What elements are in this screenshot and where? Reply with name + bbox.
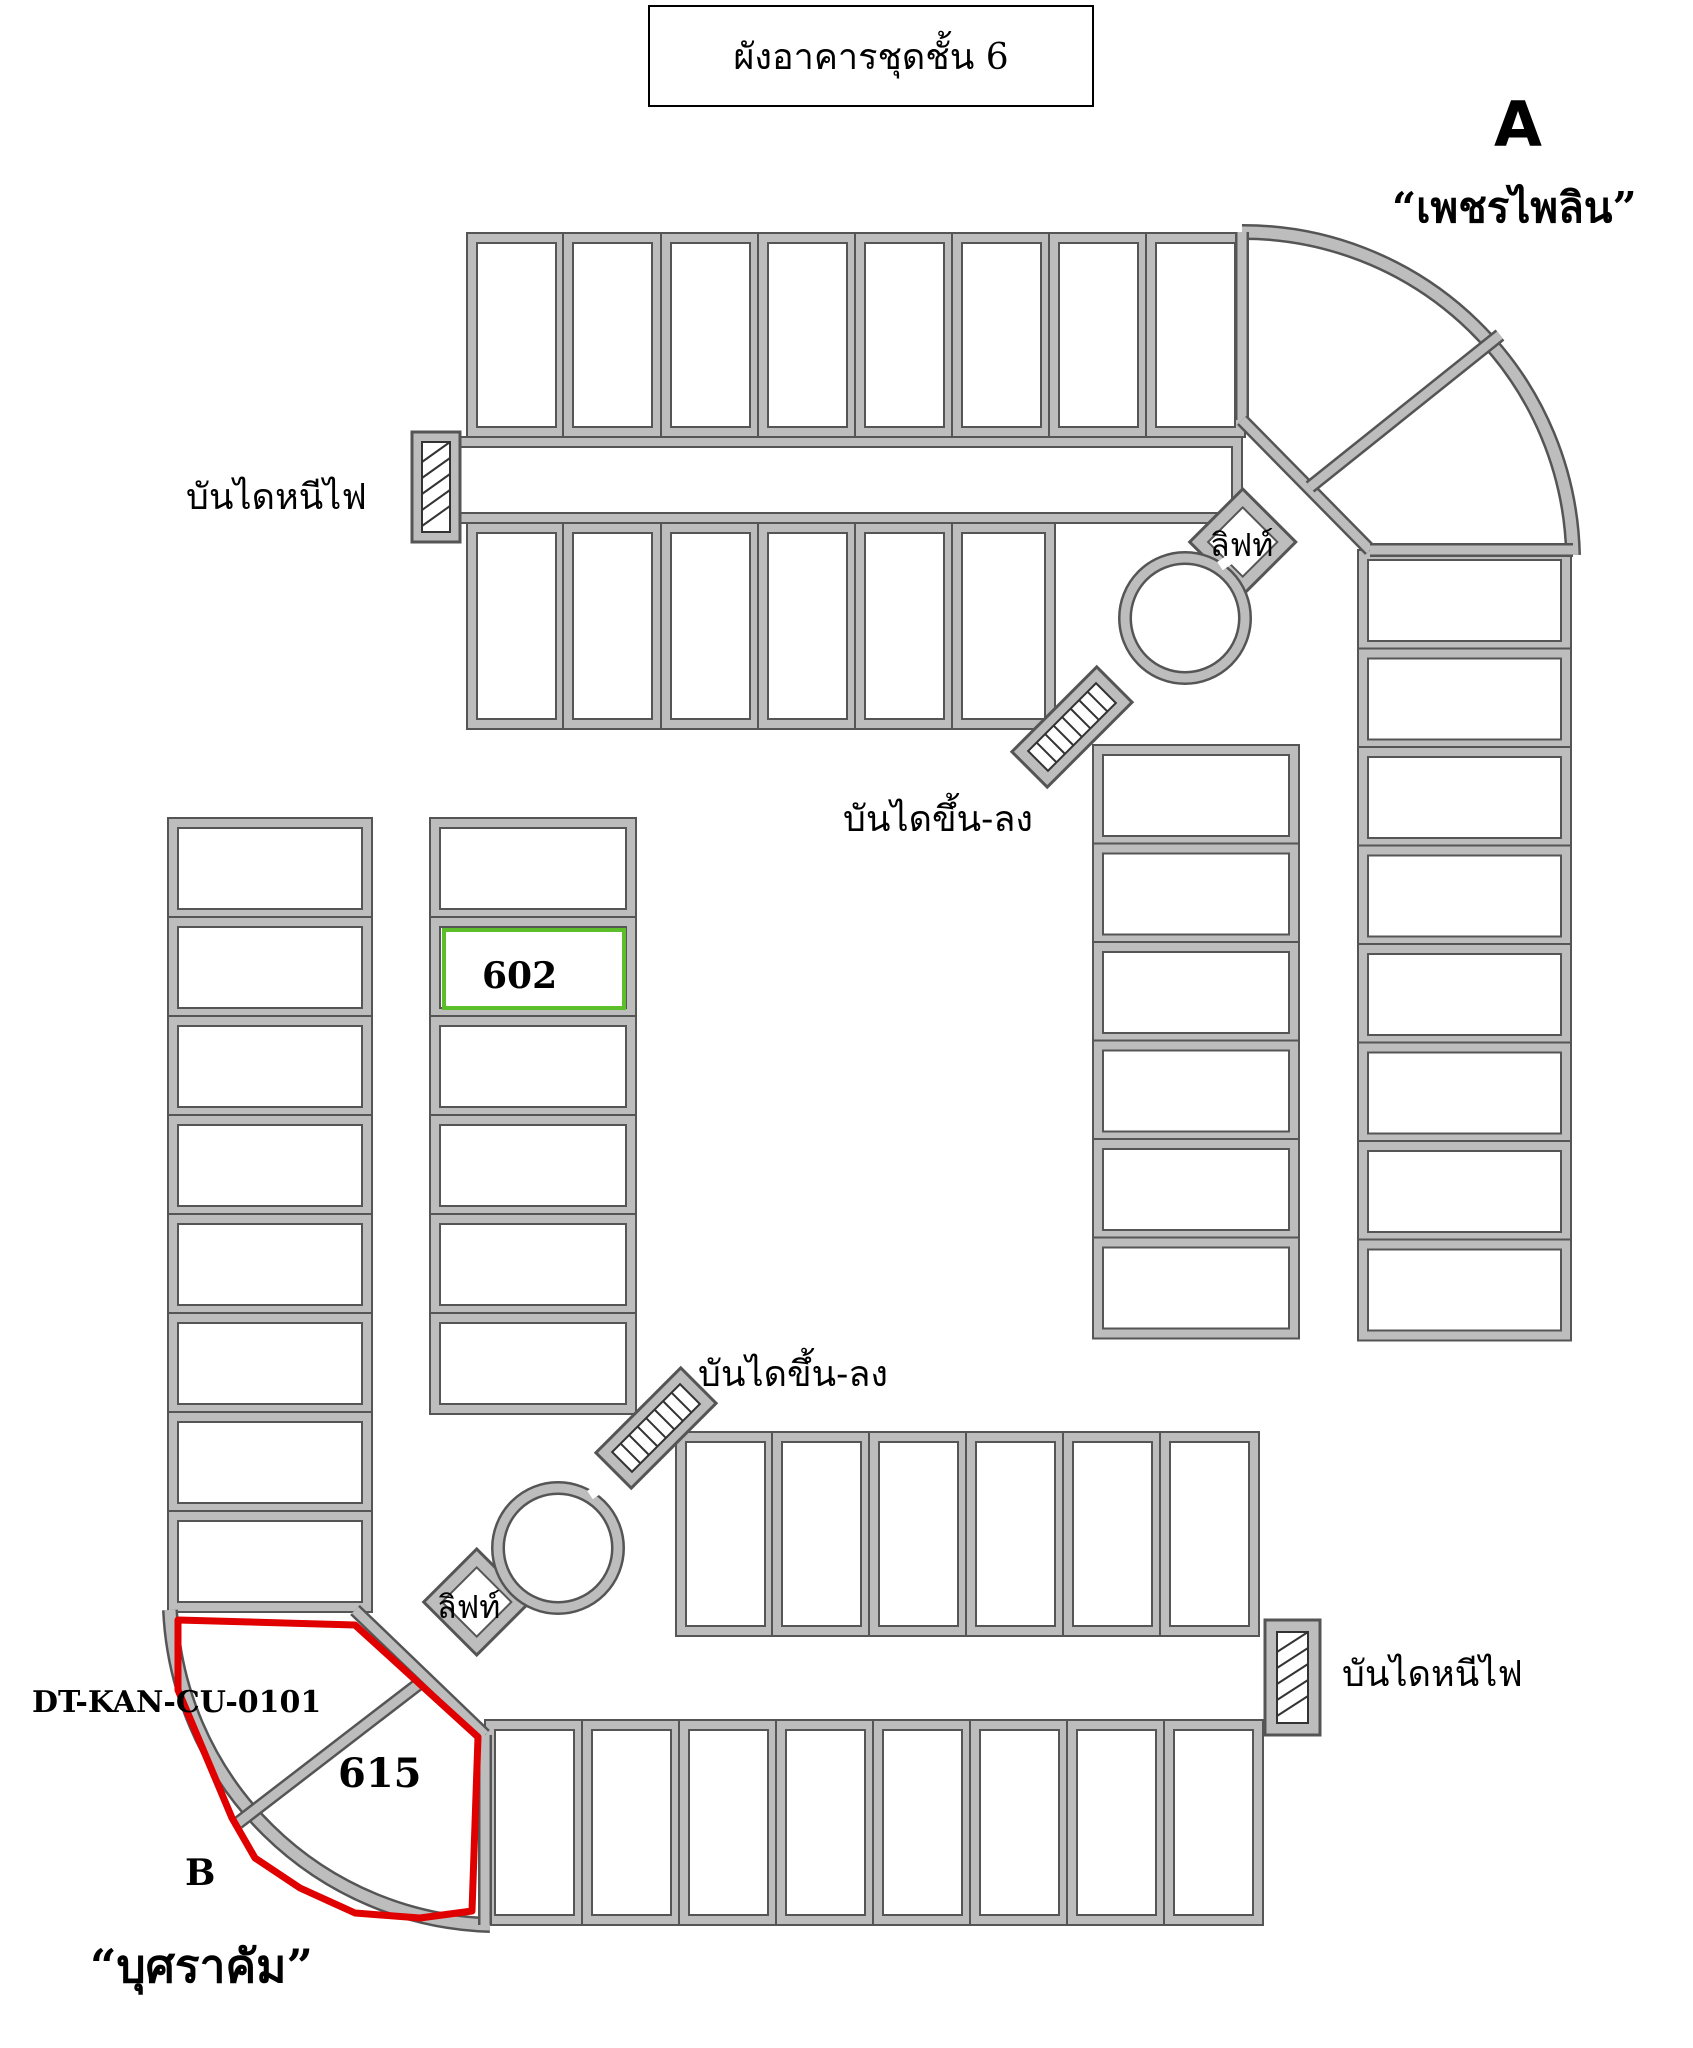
unit-b-bottom-8-interior xyxy=(1173,1729,1254,1916)
unit-a-right-3-interior xyxy=(1367,756,1562,839)
unit-b-row-3-interior xyxy=(878,1441,959,1627)
unit-b-left-8-interior xyxy=(177,1520,363,1603)
unit-602-highlight xyxy=(442,928,626,1010)
unit-b-left-6-interior xyxy=(177,1322,363,1405)
unit-a-inner-1-interior xyxy=(1102,754,1290,837)
page-title: ผังอาคารชุดชั้น 6 xyxy=(648,5,1094,107)
fire-stairs-top xyxy=(410,430,462,544)
stairs-updown-bottom xyxy=(593,1365,719,1491)
unit-a-row2-4-interior xyxy=(767,532,848,720)
unit-a-top-3-interior xyxy=(670,242,751,428)
unit-a-row2-6-interior xyxy=(961,532,1046,720)
unit-a-top-4-interior xyxy=(767,242,848,428)
stairs-updown-top-label: บันไดขึ้น-ลง xyxy=(843,799,1033,840)
unit-a-top-7-interior xyxy=(1058,242,1139,428)
building-b-corner xyxy=(162,1604,492,1933)
unit-a-top-5-interior xyxy=(864,242,945,428)
building-b-letter: B xyxy=(185,1852,216,1894)
unit-a-right-8-interior xyxy=(1367,1248,1562,1332)
unit-a-row2-1-interior xyxy=(476,532,557,720)
unit-b-bottom-6-interior xyxy=(979,1729,1060,1916)
unit-a-top-1-interior xyxy=(476,242,557,428)
unit-b-row-6-interior xyxy=(1169,1441,1250,1627)
unit-b-bottom-5-interior xyxy=(882,1729,963,1916)
building-b-name: “บุศราคัม” xyxy=(90,1939,313,1993)
fire-stairs-bottom xyxy=(1263,1618,1322,1737)
lift-top-label: ลิฟท์ xyxy=(1210,526,1274,564)
unit-cells xyxy=(167,232,1572,1926)
unit-b-left-7-interior xyxy=(177,1421,363,1504)
unit-a-right-1-interior xyxy=(1367,559,1562,642)
unit-b-left-5-interior xyxy=(177,1223,363,1306)
unit-b-inner-3-interior xyxy=(439,1025,627,1108)
unit-a-right-6-interior xyxy=(1367,1051,1562,1135)
unit-b-inner-4-interior xyxy=(439,1124,627,1207)
unit-b-inner-2-interior xyxy=(439,926,627,1009)
unit-615-highlight xyxy=(174,1616,482,1922)
unit-b-left-2-interior xyxy=(177,926,363,1009)
unit-b-bottom-2-interior xyxy=(591,1729,672,1916)
lift-bottom-label: ลิฟท์ xyxy=(437,1588,501,1626)
unit-a-top-6-interior xyxy=(961,242,1042,428)
building-a-letter: A xyxy=(1494,88,1542,161)
unit-b-bottom-3-interior xyxy=(688,1729,769,1916)
unit-615-label: 615 xyxy=(338,1750,422,1797)
unit-b-left-3-interior xyxy=(177,1025,363,1108)
unit-a-inner-2-interior xyxy=(1102,852,1290,936)
fire-stairs-bottom-label: บันไดหนีไฟ xyxy=(1342,1654,1523,1695)
unit-a-row2-3-interior xyxy=(670,532,751,720)
unit-a-top-2-interior xyxy=(572,242,653,428)
unit-a-inner-4-interior xyxy=(1102,1049,1290,1133)
unit-a-right-2-interior xyxy=(1367,657,1562,741)
unit-b-row-5-interior xyxy=(1072,1441,1153,1627)
unit-b-bottom-4-interior xyxy=(785,1729,866,1916)
atrium-top xyxy=(1118,551,1252,685)
unit-a-right-7-interior xyxy=(1367,1150,1562,1233)
stairs-updown-bottom-label: บันไดขึ้น-ลง xyxy=(698,1354,888,1395)
unit-b-row-1-interior xyxy=(685,1441,766,1627)
corridor-a-top-interior xyxy=(421,446,1233,514)
unit-b-bottom-7-interior xyxy=(1076,1729,1157,1916)
unit-b-row-2-interior xyxy=(781,1441,862,1627)
unit-b-bottom-1-interior xyxy=(494,1729,575,1916)
unit-a-inner-5-interior xyxy=(1102,1148,1290,1231)
unit-b-left-1-interior xyxy=(177,827,363,910)
unit-602-label: 602 xyxy=(482,955,558,997)
unit-a-row2-5-interior xyxy=(864,532,945,720)
unit-b-inner-6-interior xyxy=(439,1322,627,1405)
unit-b-row-4-interior xyxy=(975,1441,1056,1627)
unit-a-top-8-interior xyxy=(1155,242,1236,428)
unit-a-right-4-interior xyxy=(1367,854,1562,938)
unit-b-inner-1-interior xyxy=(439,827,627,910)
fire-stairs-top-label: บันไดหนีไฟ xyxy=(186,477,367,518)
unit-a-right-5-interior xyxy=(1367,953,1562,1036)
building-a-corner xyxy=(1235,223,1581,557)
unit-a-inner-3-interior xyxy=(1102,951,1290,1034)
unit-a-row2-2-interior xyxy=(572,532,653,720)
deed-code-label: DT-KAN-CU-0101 xyxy=(32,1685,322,1720)
unit-b-inner-5-interior xyxy=(439,1223,627,1306)
unit-a-inner-6-interior xyxy=(1102,1246,1290,1330)
unit-b-left-4-interior xyxy=(177,1124,363,1207)
atrium-bottom xyxy=(491,1481,625,1615)
stairs-updown-top xyxy=(1009,664,1135,790)
building-a-name: “เพชรไพลิน” xyxy=(1392,183,1637,232)
